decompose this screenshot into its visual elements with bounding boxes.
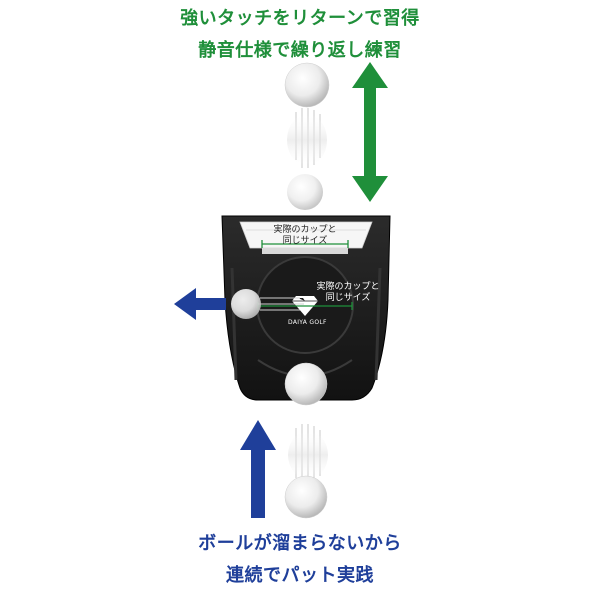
golf-ball-icon [231,289,261,319]
golf-ball-icon [288,431,328,479]
motion-blur-lines [258,297,304,311]
up-arrow-icon [240,420,276,518]
golf-ball-icon [284,362,328,406]
brand-logo-text: DAIYA GOLF [288,319,327,326]
cup-size-label-top-line-1: 実際のカップと [273,225,337,235]
left-arrow-icon [174,288,226,320]
cup-size-label-mid-line-1: 実際のカップと [316,282,380,292]
golf-ball-icon [284,475,328,519]
bottom-caption-line-2: 連続でパット実践 [226,565,374,586]
up-down-arrow-icon [352,62,388,202]
bottom-caption: ボールが溜まらないから 連続でパット実践 [0,533,600,597]
bottom-caption-line-1: ボールが溜まらないから [198,533,402,554]
top-caption-line-1: 強いタッチをリターンで習得 [180,8,420,29]
cup-size-label-top: 実際のカップと 同じサイズ [262,225,348,247]
golf-ball-icon [287,114,327,166]
cup-size-label-top-line-2: 同じサイズ [282,236,328,246]
cup-size-label-mid-line-2: 同じサイズ [325,293,371,303]
top-caption: 強いタッチをリターンで習得 静音仕様で繰り返し練習 [0,8,600,72]
cup-size-label-mid: 実際のカップと 同じサイズ [312,282,384,304]
top-caption-line-2: 静音仕様で繰り返し練習 [198,40,402,61]
golf-ball-icon [287,174,323,210]
golf-ball-icon [284,62,330,108]
